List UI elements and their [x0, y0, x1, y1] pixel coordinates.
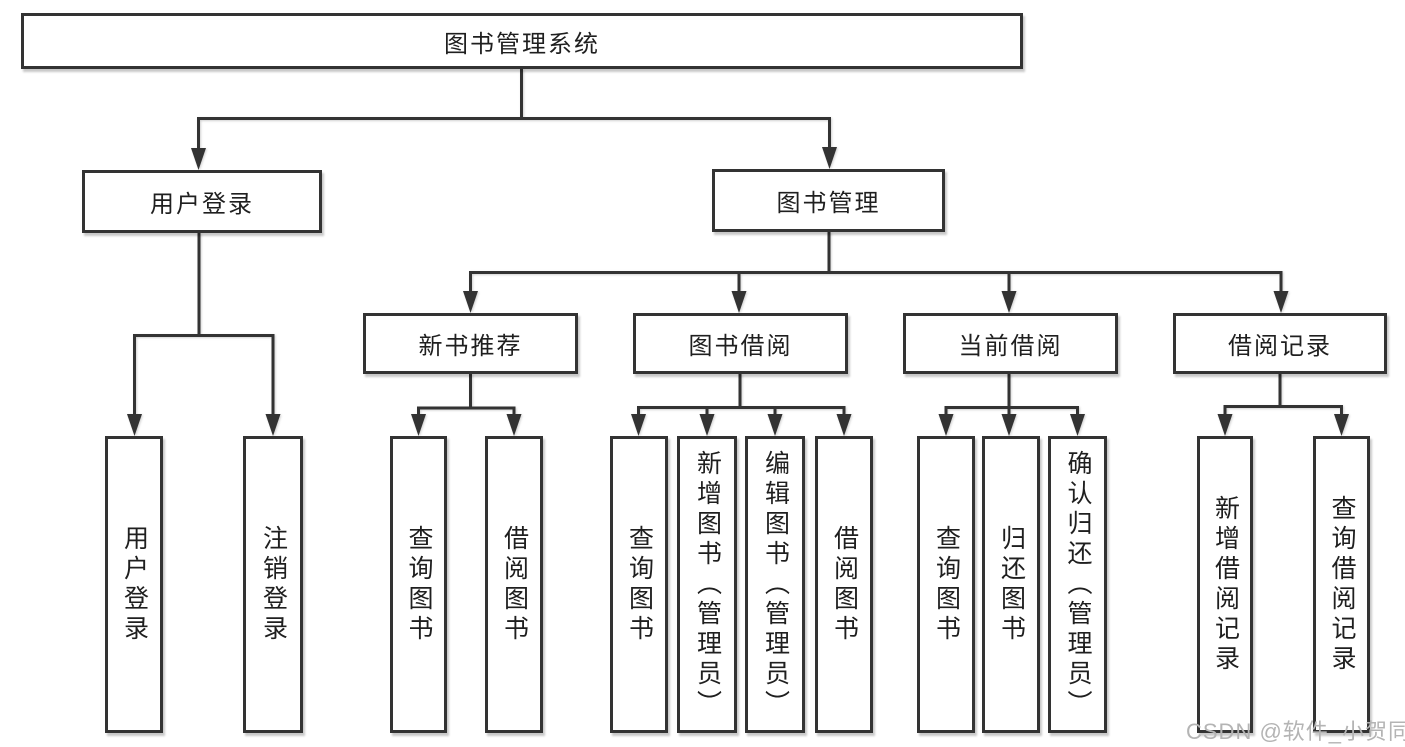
node-label: 用户登录	[120, 524, 149, 645]
node-label: 新增图书（管理员）	[693, 449, 722, 720]
node-book-borrowing: 图书借阅	[633, 313, 848, 374]
node-label: 新书推荐	[418, 333, 523, 360]
node-label: 新增借阅记录	[1211, 494, 1240, 675]
node-label: 注销登录	[259, 524, 288, 645]
leaf-user-login: 用户登录	[105, 436, 163, 733]
leaf-confirm-return-admin: 确认归还（管理员）	[1048, 436, 1107, 733]
leaf-borrow-books-recommend: 借阅图书	[485, 436, 543, 733]
leaf-add-books-admin: 新增图书（管理员）	[677, 436, 737, 733]
node-label: 用户登录	[150, 191, 254, 218]
node-label: 查询图书	[932, 524, 961, 645]
node-label: 查询图书	[405, 524, 433, 645]
arrowhead-icons	[127, 147, 1349, 436]
csdn-watermark: CSDN @软件_小贺同学	[1186, 719, 1405, 744]
leaf-borrow-books-borrowing: 借阅图书	[815, 436, 873, 733]
node-label: 图书管理	[776, 190, 881, 217]
node-root-system: 图书管理系统	[21, 13, 1023, 69]
leaf-return-books: 归还图书	[982, 436, 1040, 733]
node-label: 确认归还（管理员）	[1064, 449, 1092, 720]
leaf-logout: 注销登录	[243, 436, 303, 733]
node-label: 借阅图书	[500, 524, 529, 645]
leaf-add-borrow-record: 新增借阅记录	[1197, 436, 1253, 733]
leaf-query-borrow-record: 查询借阅记录	[1313, 436, 1370, 733]
node-new-book-recommend: 新书推荐	[363, 313, 578, 374]
node-label: 查询借阅记录	[1328, 494, 1356, 675]
node-label: 图书管理系统	[444, 30, 600, 58]
leaf-query-books-recommend: 查询图书	[390, 436, 447, 733]
node-label: 归还图书	[997, 524, 1026, 645]
node-label: 当前借阅	[958, 333, 1063, 360]
node-label: 借阅记录	[1228, 333, 1332, 360]
node-label: 编辑图书（管理员）	[761, 449, 790, 720]
node-user-login: 用户登录	[82, 170, 322, 233]
node-current-borrowing: 当前借阅	[903, 313, 1118, 374]
node-book-management: 图书管理	[712, 169, 945, 232]
node-borrowing-records: 借阅记录	[1173, 313, 1387, 374]
node-label: 借阅图书	[830, 524, 859, 645]
leaf-query-books-current: 查询图书	[917, 436, 975, 733]
node-label: 查询图书	[625, 524, 654, 645]
leaf-query-books-borrowing: 查询图书	[610, 436, 668, 733]
node-label: 图书借阅	[688, 333, 793, 360]
leaf-edit-books-admin: 编辑图书（管理员）	[745, 436, 805, 733]
